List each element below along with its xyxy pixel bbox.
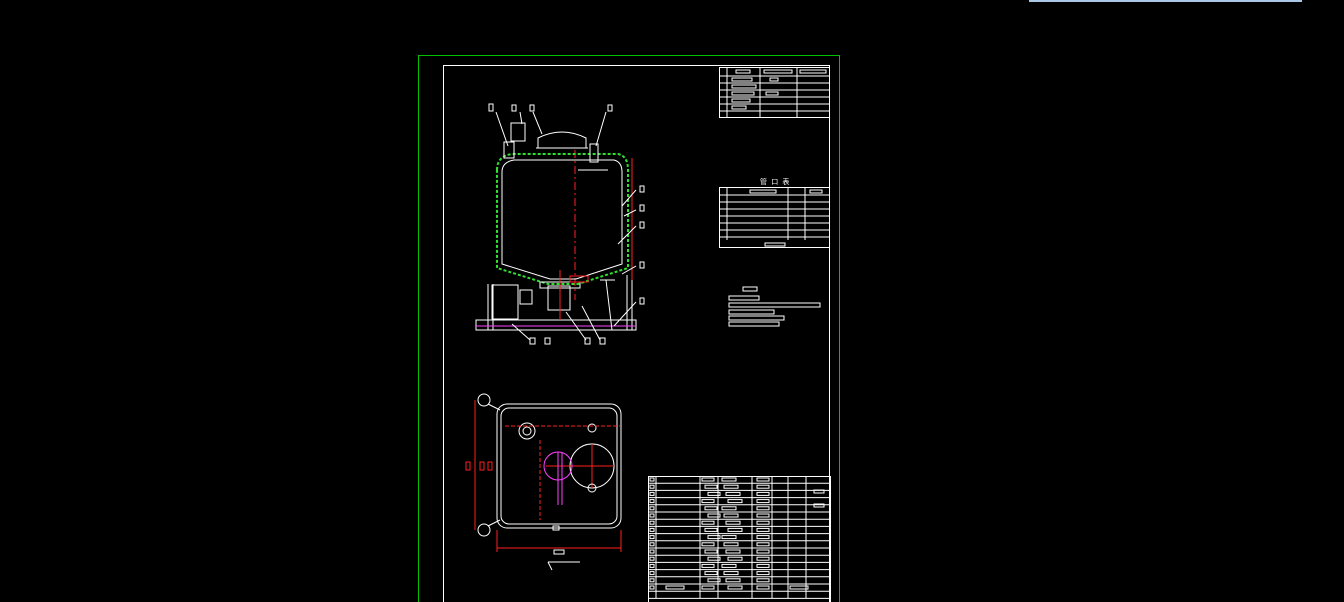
sheet-inner-border — [443, 65, 830, 602]
sheet-outer-border — [418, 55, 840, 602]
window-title-strip — [1029, 0, 1302, 2]
tank-plan-view — [465, 393, 622, 571]
front-callouts — [488, 103, 645, 345]
nozzle-table: 管 口 表 — [719, 177, 830, 248]
bill-of-materials — [648, 476, 831, 602]
nozzle-table-title: 管 口 表 — [760, 177, 789, 186]
technical-notes — [728, 286, 821, 327]
tank-front-elevation — [475, 111, 637, 341]
parts-list-table — [719, 67, 830, 118]
